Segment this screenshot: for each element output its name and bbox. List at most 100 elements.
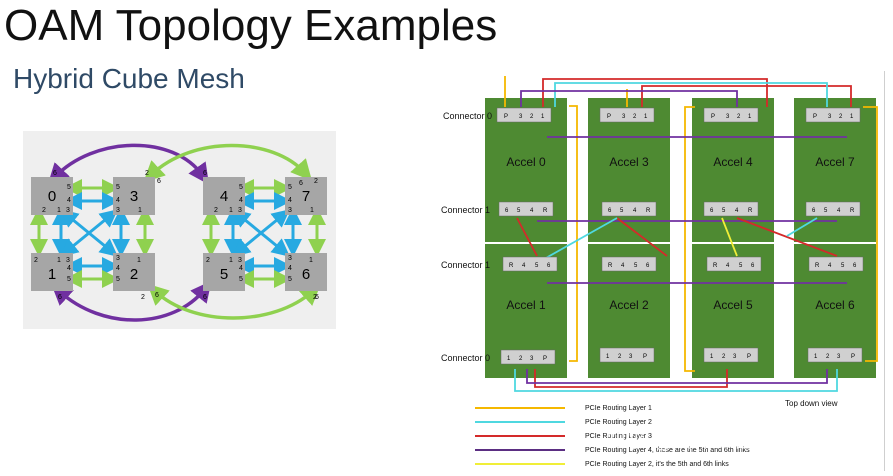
port-strip-accel6-r: R 4 5 6	[808, 256, 864, 272]
svg-text:5: 5	[116, 184, 120, 191]
link-3-7-curve	[143, 143, 312, 183]
cube-mesh-svg: 0 6 5 4 2 1 3 3 2 6 5 4 3 1 1 2 3 1 4 5 …	[30, 143, 327, 322]
svg-text:R: R	[509, 263, 514, 269]
port-strip-accel7-r: 6 5 4 R	[805, 201, 861, 217]
svg-text:3: 3	[629, 354, 633, 360]
legend-item-5: PCIe Routing Layer 2, it's the 5th and 6…	[585, 461, 729, 468]
route-red-1	[542, 78, 768, 107]
svg-text:5: 5	[220, 266, 228, 283]
svg-text:5: 5	[116, 276, 120, 283]
port-strip-accel0-r: 6 5 4 R	[498, 201, 554, 217]
svg-text:4: 4	[735, 208, 739, 214]
svg-text:P: P	[747, 354, 751, 360]
svg-text:P: P	[813, 114, 817, 120]
svg-text:R: R	[850, 208, 855, 214]
route-yellow-6	[721, 217, 738, 257]
accel-2-label: Accel 2	[609, 298, 649, 312]
svg-text:1: 1	[710, 354, 714, 360]
svg-text:R: R	[646, 208, 651, 214]
svg-text:2: 2	[530, 114, 534, 120]
svg-text:4: 4	[633, 208, 637, 214]
port-strip-accel7-top: P 3 2 1	[805, 107, 861, 123]
svg-text:3: 3	[726, 114, 730, 120]
legend-item-4: PCIe Routing Layer 4, these are the 5th …	[585, 447, 750, 454]
node-4: 4 6 5 4 2 1 3	[203, 170, 245, 215]
svg-text:5: 5	[824, 208, 828, 214]
svg-text:6: 6	[751, 263, 755, 269]
svg-text:R: R	[815, 263, 820, 269]
svg-text:1: 1	[748, 114, 752, 120]
svg-text:2: 2	[519, 356, 523, 362]
top-down-view-label: Top down view	[785, 399, 838, 408]
connector-1-bottom-label: Connector 1	[441, 260, 490, 270]
watermark: 知乎 @硬件工程师汤姆	[606, 428, 813, 452]
svg-text:2: 2	[42, 207, 46, 214]
svg-text:6: 6	[812, 208, 816, 214]
svg-text:3: 3	[130, 188, 138, 205]
port-strip-accel5-bottom: 1 2 3 P	[703, 347, 759, 363]
svg-text:4: 4	[288, 197, 292, 204]
svg-text:3: 3	[622, 114, 626, 120]
route-teal-3	[786, 217, 818, 237]
route-red-6	[736, 217, 838, 257]
port-strip-accel6-bottom: 1 2 3 P	[807, 347, 863, 363]
svg-text:5: 5	[841, 263, 845, 269]
svg-text:6: 6	[203, 170, 207, 177]
svg-text:1: 1	[137, 257, 141, 264]
svg-text:1: 1	[309, 257, 313, 264]
svg-text:R: R	[713, 263, 718, 269]
svg-text:1: 1	[57, 257, 61, 264]
svg-text:2: 2	[34, 257, 38, 264]
route-yellow-4	[863, 106, 878, 362]
svg-text:4: 4	[530, 208, 534, 214]
route-teal-4	[536, 217, 618, 264]
legend-item-3: PCIe Routing Layer 3	[585, 433, 652, 440]
svg-text:6: 6	[299, 180, 303, 187]
accel-5-label: Accel 5	[713, 298, 753, 312]
route-teal-2	[514, 369, 838, 392]
route-yellow-3	[684, 106, 695, 372]
accel-1-label: Accel 1	[506, 298, 546, 312]
accel-0-label: Accel 0	[506, 155, 546, 169]
svg-text:2: 2	[618, 354, 622, 360]
legend: PCIe Routing Layer 1 PCIe Routing Layer …	[475, 405, 750, 468]
svg-text:P: P	[543, 356, 547, 362]
svg-text:1: 1	[57, 207, 61, 214]
svg-text:3: 3	[116, 255, 120, 262]
svg-text:5: 5	[288, 276, 292, 283]
legend-item-1: PCIe Routing Layer 1	[585, 405, 652, 412]
accel-7-label: Accel 7	[815, 155, 855, 169]
route-purple-1	[520, 90, 738, 107]
port-strip-accel4-r: 6 5 4 R	[703, 201, 759, 217]
svg-text:3: 3	[238, 207, 242, 214]
svg-text:3: 3	[828, 114, 832, 120]
svg-text:1: 1	[138, 207, 142, 214]
link-3-1-blue	[60, 209, 118, 257]
svg-text:6: 6	[203, 294, 207, 301]
port-strip-accel4-top: P 3 2 1	[703, 107, 759, 123]
svg-text:3: 3	[288, 255, 292, 262]
svg-text:P: P	[851, 354, 855, 360]
route-teal-1	[554, 82, 828, 107]
connector-1-top-label: Connector 1	[441, 205, 490, 215]
svg-text:6: 6	[157, 178, 161, 185]
route-red-5	[616, 217, 668, 257]
svg-text:5: 5	[517, 208, 521, 214]
svg-text:5: 5	[722, 208, 726, 214]
node-5: 5 2 3 1 4 5 6	[203, 253, 245, 301]
svg-text:6: 6	[853, 263, 857, 269]
link-7-5-blue	[232, 209, 290, 257]
svg-text:6: 6	[608, 208, 612, 214]
cube-mesh-diagram: 0 6 5 4 2 1 3 3 2 6 5 4 3 1 1 2 3 1 4 5 …	[23, 131, 336, 329]
svg-text:2: 2	[214, 207, 218, 214]
svg-text:4: 4	[220, 188, 228, 205]
slide-title: OAM Topology Examples	[4, 1, 498, 50]
svg-text:P: P	[504, 114, 508, 120]
svg-text:P: P	[607, 114, 611, 120]
route-yellow-2	[569, 105, 578, 362]
svg-text:4: 4	[522, 263, 526, 269]
svg-text:R: R	[608, 263, 613, 269]
svg-text:3: 3	[238, 257, 242, 264]
svg-text:5: 5	[239, 276, 243, 283]
svg-text:5: 5	[535, 263, 539, 269]
